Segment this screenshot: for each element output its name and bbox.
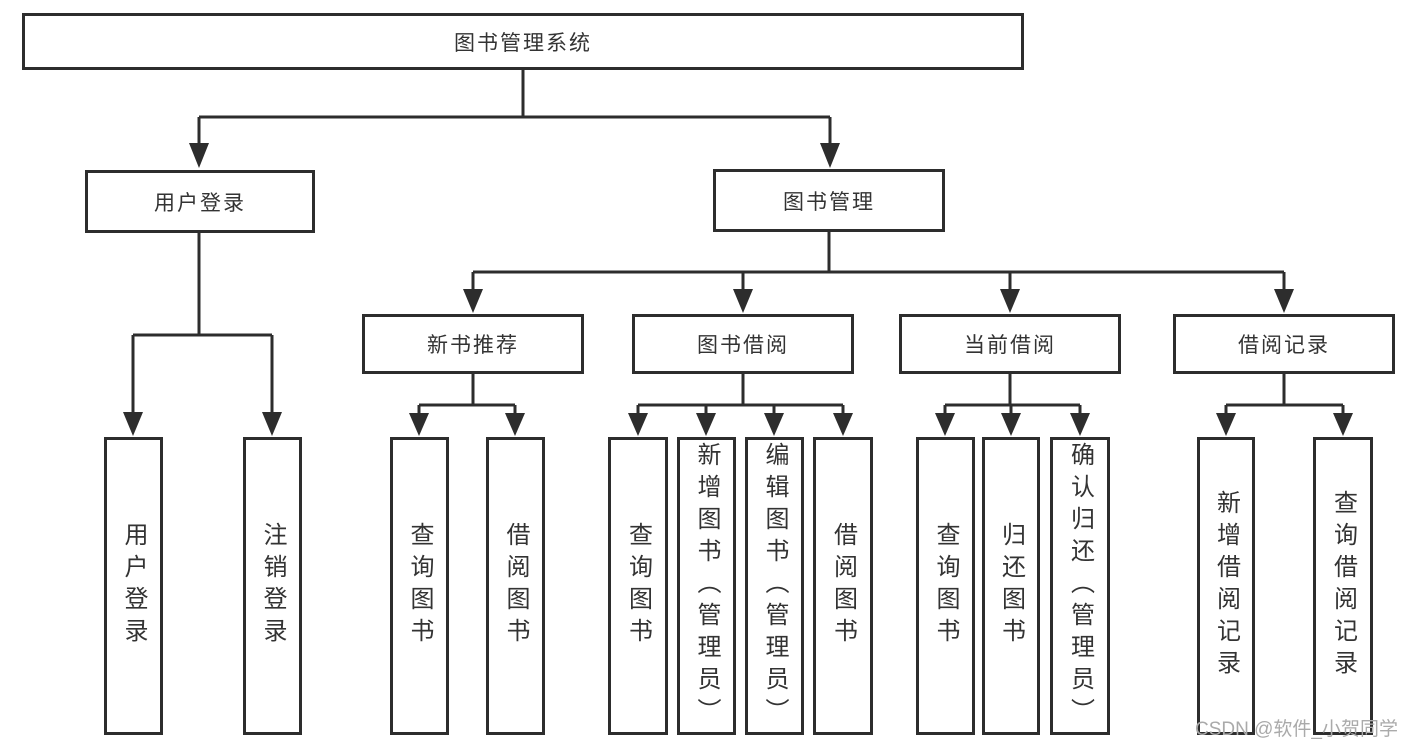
arrowhead	[1216, 413, 1236, 436]
connector-current-borrow	[935, 374, 1090, 436]
node-book-borrow: 图书借阅	[632, 314, 854, 374]
node-leaf-newbooks-query-label: 查询图书	[406, 522, 433, 650]
node-book-mgmt: 图书管理	[713, 169, 945, 232]
connector-book-borrow	[628, 374, 853, 436]
arrowhead	[262, 412, 282, 436]
node-book-mgmt-label: 图书管理	[783, 190, 875, 214]
arrowhead	[733, 289, 753, 313]
node-leaf-logout-label: 注销登录	[259, 522, 286, 650]
node-leaf-borrow-query-label: 查询图书	[624, 522, 652, 650]
arrowhead	[1000, 289, 1020, 313]
arrowhead	[696, 413, 716, 436]
node-leaf-current-return: 归还图书	[982, 437, 1040, 735]
node-leaf-borrow-add: 新增图书（管理员）	[677, 437, 736, 735]
arrowhead	[505, 413, 525, 436]
node-leaf-user-login-label: 用户登录	[120, 522, 147, 650]
node-leaf-user-login: 用户登录	[104, 437, 163, 735]
node-book-borrow-label: 图书借阅	[697, 334, 789, 357]
node-leaf-borrow-add-label: 新增图书（管理员）	[693, 442, 720, 730]
node-leaf-records-query-label: 查询借阅记录	[1329, 490, 1357, 682]
arrowhead	[764, 413, 784, 436]
node-root: 图书管理系统	[22, 13, 1024, 70]
node-new-books-label: 新书推荐	[427, 334, 519, 357]
connector-new-books	[409, 374, 525, 436]
node-current-borrow-label: 当前借阅	[964, 334, 1056, 357]
node-leaf-current-confirm-label: 确认归还（管理员）	[1066, 442, 1094, 730]
connector-borrow-records	[1216, 374, 1353, 436]
node-leaf-current-confirm: 确认归还（管理员）	[1050, 437, 1110, 735]
node-leaf-borrow-edit-label: 编辑图书（管理员）	[761, 442, 788, 730]
node-leaf-newbooks-borrow: 借阅图书	[486, 437, 545, 735]
node-leaf-newbooks-query: 查询图书	[390, 437, 449, 735]
arrowhead	[1274, 289, 1294, 313]
connector-book-mgmt	[463, 232, 1294, 313]
node-leaf-records-query: 查询借阅记录	[1313, 437, 1373, 735]
node-user-login-label: 用户登录	[154, 191, 246, 215]
node-new-books: 新书推荐	[362, 314, 584, 374]
node-leaf-records-add: 新增借阅记录	[1197, 437, 1255, 735]
node-leaf-current-query-label: 查询图书	[932, 522, 959, 650]
node-current-borrow: 当前借阅	[899, 314, 1121, 374]
node-leaf-logout: 注销登录	[243, 437, 302, 735]
arrowhead	[935, 413, 955, 436]
arrowhead	[628, 413, 648, 436]
node-leaf-records-add-label: 新增借阅记录	[1212, 490, 1240, 682]
arrowhead	[409, 413, 429, 436]
arrowhead	[1001, 413, 1021, 436]
arrowhead	[833, 413, 853, 436]
node-leaf-borrow-borrow-label: 借阅图书	[829, 522, 857, 650]
node-leaf-newbooks-borrow-label: 借阅图书	[502, 522, 529, 650]
arrowhead	[463, 289, 483, 313]
node-leaf-borrow-edit: 编辑图书（管理员）	[745, 437, 804, 735]
node-leaf-current-return-label: 归还图书	[997, 522, 1025, 650]
node-borrow-records-label: 借阅记录	[1238, 334, 1330, 357]
arrowhead	[1333, 413, 1353, 436]
node-leaf-borrow-query: 查询图书	[608, 437, 668, 735]
node-leaf-borrow-borrow: 借阅图书	[813, 437, 873, 735]
arrowhead	[820, 143, 840, 168]
node-root-label: 图书管理系统	[454, 31, 592, 55]
connector-user-login	[123, 233, 282, 436]
node-leaf-current-query: 查询图书	[916, 437, 975, 735]
node-borrow-records: 借阅记录	[1173, 314, 1395, 374]
arrowhead	[123, 412, 143, 436]
node-user-login: 用户登录	[85, 170, 315, 233]
watermark: CSDN @软件_小贺同学	[1195, 719, 1398, 740]
arrowhead	[189, 143, 209, 168]
arrowhead	[1070, 413, 1090, 436]
connector-root	[189, 70, 840, 168]
